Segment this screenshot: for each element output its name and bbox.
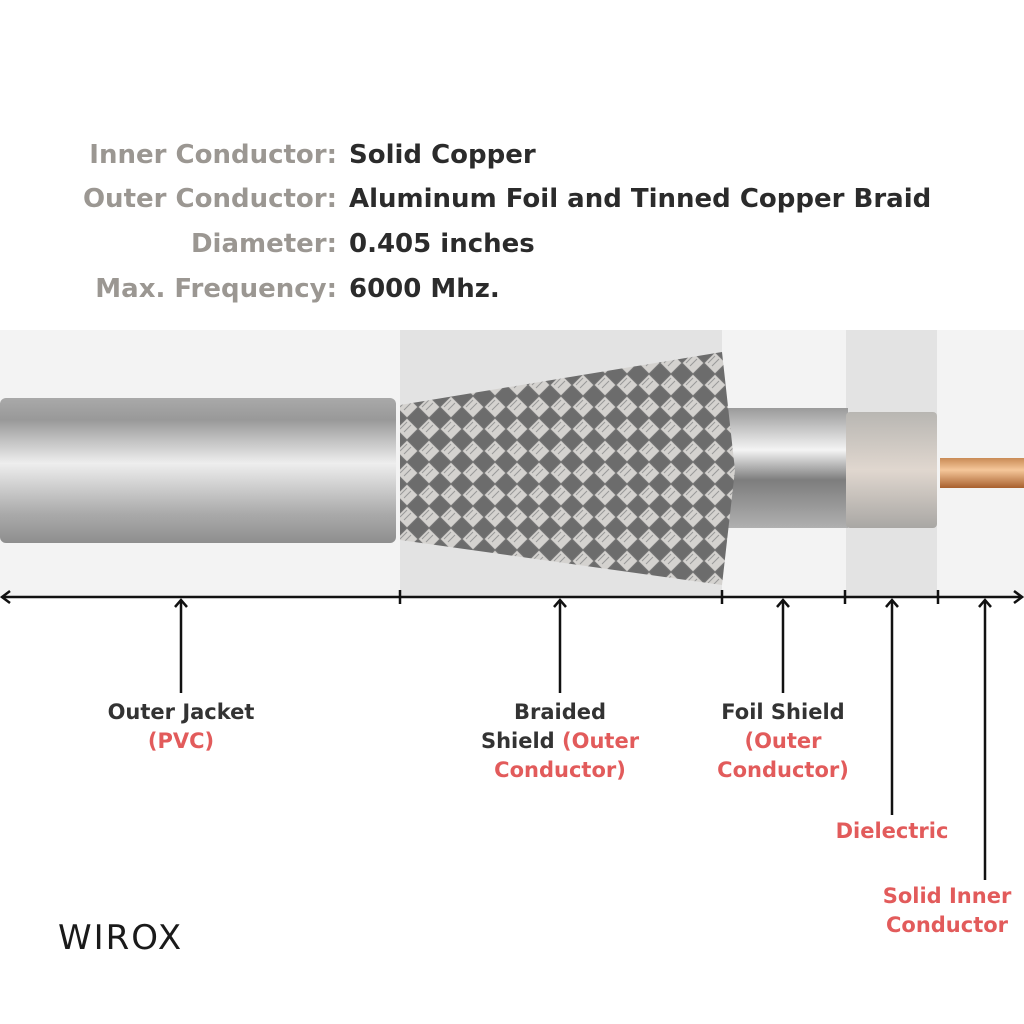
- outer-jacket: [0, 398, 396, 543]
- spec-max-frequency: Max. Frequency:6000 Mhz.: [95, 274, 500, 304]
- brand-logo: WIROX: [58, 918, 184, 958]
- foil-shield: [720, 408, 848, 528]
- label-outer-jacket: Outer Jacket(PVC): [107, 700, 255, 753]
- label-dielectric: Dielectric: [835, 819, 949, 843]
- spec-diameter: Diameter:0.405 inches: [190, 229, 535, 259]
- braided-shield: [400, 352, 735, 585]
- inner-conductor: [940, 458, 1024, 488]
- spec-inner-conductor: Inner Conductor:Solid Copper: [89, 140, 536, 170]
- dimension-axis: [0, 590, 1024, 604]
- spec-outer-conductor: Outer Conductor:Aluminum Foil and Tinned…: [82, 184, 932, 214]
- pointer-arrows: [174, 598, 992, 880]
- dielectric: [846, 412, 937, 528]
